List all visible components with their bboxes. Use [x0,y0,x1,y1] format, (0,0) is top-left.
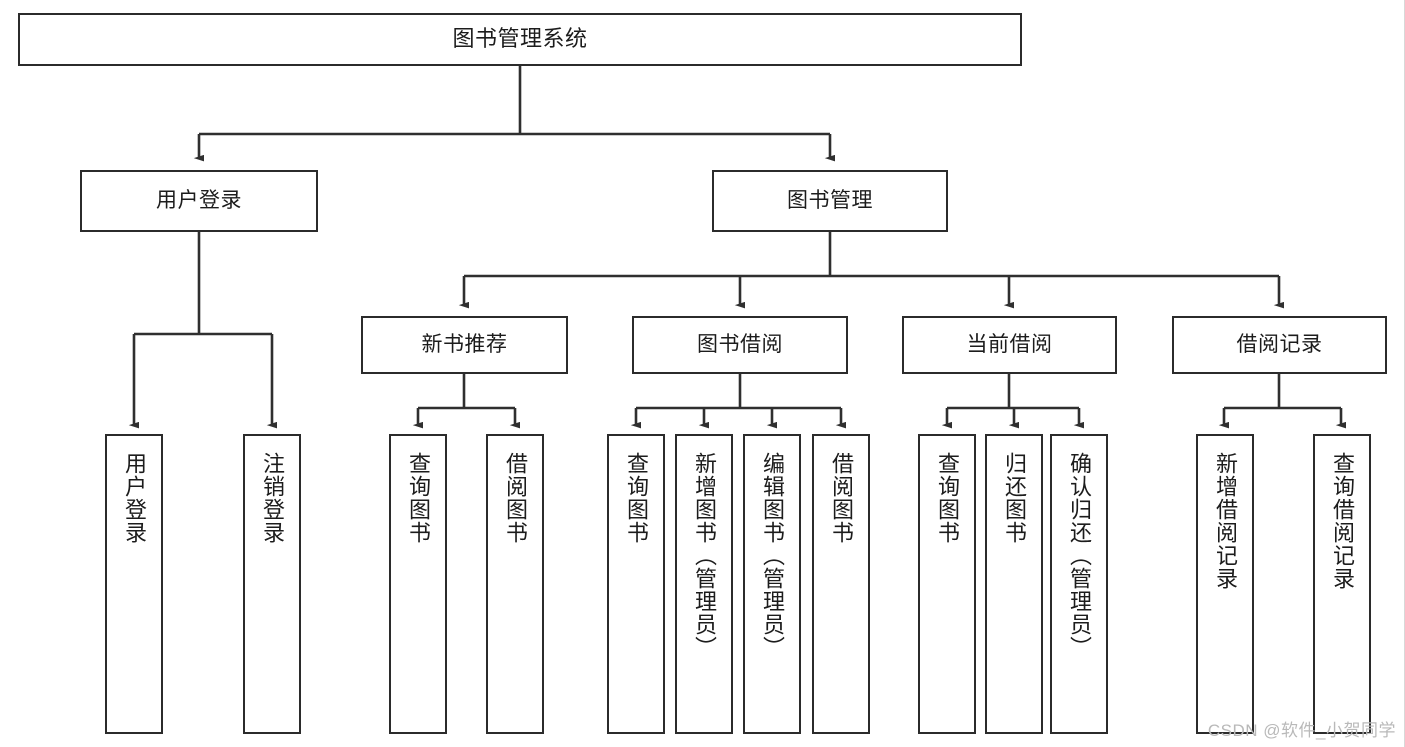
leaf-borrow-borrow-book[interactable]: 借阅图书 [812,434,870,734]
node-borrow-record[interactable]: 借阅记录 [1172,316,1387,374]
node-current-borrow[interactable]: 当前借阅 [902,316,1117,374]
leaf-current-confirm-return-label: 确认归还（管理员） [1066,452,1092,659]
leaf-current-confirm-return[interactable]: 确认归还（管理员） [1050,434,1108,734]
leaf-user-login-logout[interactable]: 注销登录 [243,434,301,734]
leaf-borrow-query-book[interactable]: 查询图书 [607,434,665,734]
leaf-borrow-edit-book-label: 编辑图书（管理员） [759,452,785,659]
leaf-record-add-record[interactable]: 新增借阅记录 [1196,434,1254,734]
leaf-new-book-borrow[interactable]: 借阅图书 [486,434,544,734]
leaf-user-login-login[interactable]: 用户登录 [105,434,163,734]
leaf-borrow-query-book-label: 查询图书 [623,452,649,544]
node-root-book-management-system[interactable]: 图书管理系统 [18,13,1022,66]
leaf-borrow-add-book-label: 新增图书（管理员） [691,452,717,659]
node-book-borrow-label: 图书借阅 [697,333,783,357]
node-root-label: 图书管理系统 [452,26,588,52]
leaf-current-query-book[interactable]: 查询图书 [918,434,976,734]
leaf-borrow-add-book[interactable]: 新增图书（管理员） [675,434,733,734]
leaf-current-return-book-label: 归还图书 [1001,452,1027,544]
node-borrow-record-label: 借阅记录 [1236,333,1323,357]
node-book-borrow[interactable]: 图书借阅 [632,316,848,374]
node-user-login[interactable]: 用户登录 [80,170,318,232]
leaf-user-login-login-label: 用户登录 [121,452,147,544]
leaf-record-query-record[interactable]: 查询借阅记录 [1313,434,1371,734]
leaf-borrow-borrow-book-label: 借阅图书 [828,452,854,544]
leaf-current-return-book[interactable]: 归还图书 [985,434,1043,734]
leaf-new-book-borrow-label: 借阅图书 [502,452,528,544]
leaf-new-book-query-label: 查询图书 [405,452,431,544]
node-new-book-recommend-label: 新书推荐 [421,333,508,357]
node-new-book-recommend[interactable]: 新书推荐 [361,316,568,374]
node-book-management[interactable]: 图书管理 [712,170,948,232]
node-current-borrow-label: 当前借阅 [966,333,1053,357]
leaf-record-add-record-label: 新增借阅记录 [1212,452,1238,590]
leaf-current-query-book-label: 查询图书 [934,452,960,544]
node-book-management-label: 图书管理 [787,189,873,213]
leaf-new-book-query[interactable]: 查询图书 [389,434,447,734]
node-user-login-label: 用户登录 [156,189,242,213]
leaf-record-query-record-label: 查询借阅记录 [1329,452,1355,590]
leaf-user-login-logout-label: 注销登录 [259,452,285,544]
leaf-borrow-edit-book[interactable]: 编辑图书（管理员） [743,434,801,734]
